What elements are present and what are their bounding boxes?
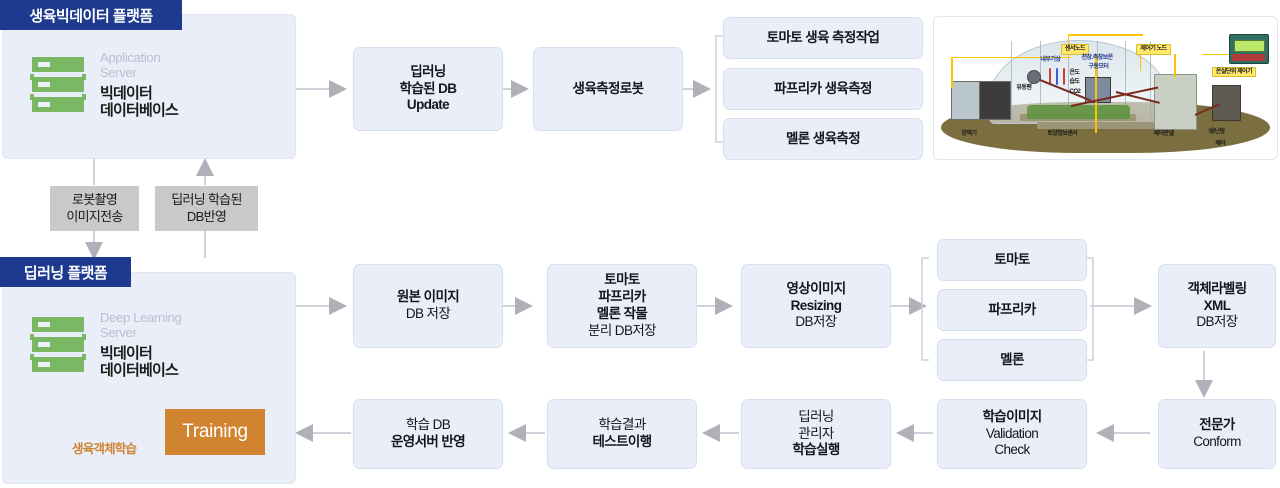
dl-server-main-line2: 데이터베이스 bbox=[100, 362, 179, 380]
box-labeling-xml-line1: 객체라벨링 bbox=[1187, 280, 1247, 296]
dl-server-sub-line1: Deep Learning bbox=[100, 310, 182, 325]
box-apply-db-line2: 운영서버 반영 bbox=[390, 434, 466, 449]
box-expert-conform[interactable]: 전문가 Conform bbox=[1158, 399, 1276, 469]
box-apply-db-line1: 학습 DB bbox=[405, 417, 451, 433]
box-validation-check-line2: Validation bbox=[985, 425, 1039, 441]
box-origin-image-line1: 원본 이미지 bbox=[396, 289, 460, 305]
app-server-sub-line1: Application bbox=[100, 50, 161, 65]
box-image-resizing-line2: Resizing bbox=[790, 297, 842, 313]
panel-title-growth-bigdata-platform: 생육빅데이터 플랫폼 bbox=[0, 0, 182, 30]
tag-controller-node: 제어기 노드 bbox=[1136, 43, 1171, 55]
greenhouse-unit-controller-device bbox=[1228, 34, 1269, 65]
box-labeling-xml-line2: XML bbox=[1203, 297, 1231, 313]
app-server-main-line1: 빅데이터 bbox=[100, 84, 153, 102]
label-db-reflect: 딥러닝 학습된 DB반영 bbox=[155, 186, 258, 231]
box-deep-db-update[interactable]: 딥러닝 학습된 DB Update bbox=[353, 47, 503, 131]
caption-control-panel: 제어판넬 bbox=[1153, 130, 1175, 137]
app-server-main-line2: 데이터베이스 bbox=[100, 102, 179, 120]
box-deep-db-update-line3: Update bbox=[406, 97, 450, 113]
caption-circulation-fan: 유동팬 bbox=[1016, 85, 1032, 92]
box-origin-image[interactable]: 원본 이미지 DB 저장 bbox=[353, 264, 503, 348]
box-deep-manager-line1: 딥러닝 bbox=[798, 408, 834, 424]
box-melon-growth-measure-label: 멜론 생육측정 bbox=[785, 130, 861, 146]
dl-server-main-line1: 빅데이터 bbox=[100, 344, 153, 362]
label-robot-capture-line1: 로봇촬영 bbox=[71, 192, 118, 208]
box-validation-check[interactable]: 학습이미지 Validation Check bbox=[937, 399, 1087, 469]
caption-humidity: 습도 bbox=[1069, 79, 1080, 86]
panel-title-deeplearning-platform: 딥러닝 플랫폼 bbox=[0, 257, 131, 287]
label-robot-capture: 로봇촬영 이미지전송 bbox=[50, 186, 139, 231]
tag-sensor-node: 센서노드 bbox=[1060, 43, 1089, 55]
box-tomato-growth-measure-task[interactable]: 토마토 생육 측정작업 bbox=[723, 17, 923, 59]
box-crop-melon[interactable]: 멜론 bbox=[937, 339, 1087, 381]
caption-nutrient-supply: 양액기 bbox=[961, 130, 977, 137]
box-measure-robot[interactable]: 생육측정로봇 bbox=[533, 47, 683, 131]
caption-temperature: 온도 bbox=[1069, 69, 1080, 76]
box-paprika-growth-measure[interactable]: 파프리카 생육측정 bbox=[723, 68, 923, 110]
control-panel-icon bbox=[1153, 73, 1197, 130]
box-test-result-line2: 테스트이행 bbox=[592, 434, 652, 449]
box-test-result[interactable]: 학습결과 테스트이행 bbox=[547, 399, 697, 469]
caption-roof-side-insulation: 천장.측창보온 bbox=[1081, 55, 1113, 62]
box-deep-manager-line3: 학습실행 bbox=[792, 442, 840, 458]
deep-learning-server-block: Deep Learning Server 빅데이터 데이터베이스 bbox=[30, 310, 182, 380]
label-db-reflect-line1: 딥러닝 학습된 bbox=[171, 192, 242, 208]
box-paprika-growth-measure-label: 파프리카 생육측정 bbox=[774, 80, 872, 96]
box-deep-db-update-line1: 딥러닝 bbox=[410, 63, 446, 79]
greenhouse-diagram-image: 센서노드 제어기 노드 온실단위 제어기 내부기상 천장.측창보온 구동모터 온… bbox=[933, 16, 1278, 160]
caption-co2: CO2 bbox=[1069, 89, 1081, 96]
box-image-resizing-line1: 영상이미지 bbox=[786, 280, 846, 296]
label-robot-capture-line2: 이미지전송 bbox=[66, 208, 123, 224]
box-deep-manager-run[interactable]: 딥러닝 관리자 학습실행 bbox=[741, 399, 891, 469]
box-crop-split-line1: 토마토 bbox=[604, 272, 640, 288]
box-crop-split-line3: 멜론 작물 bbox=[596, 306, 648, 321]
caption-soil-sensor: 토양정보센서 bbox=[1047, 130, 1078, 137]
box-measure-robot-label: 생육측정로봇 bbox=[572, 80, 645, 96]
box-image-resizing[interactable]: 영상이미지 Resizing DB저장 bbox=[741, 264, 891, 348]
box-test-result-line1: 학습결과 bbox=[598, 417, 646, 433]
box-apply-db-to-server[interactable]: 학습 DB 운영서버 반영 bbox=[353, 399, 503, 469]
box-crop-split-line4: 분리 DB저장 bbox=[588, 322, 657, 338]
box-origin-image-line2: DB 저장 bbox=[405, 306, 451, 321]
training-box[interactable]: Training bbox=[165, 409, 265, 455]
application-server-block: Application Server 빅데이터 데이터베이스 bbox=[30, 50, 179, 120]
box-crop-split-db[interactable]: 토마토 파프리카 멜론 작물 분리 DB저장 bbox=[547, 264, 697, 348]
box-expert-conform-line1: 전문가 bbox=[1199, 417, 1235, 433]
box-expert-conform-line2: Conform bbox=[1193, 434, 1241, 449]
box-crop-tomato[interactable]: 토마토 bbox=[937, 239, 1087, 281]
box-tomato-growth-measure-task-label: 토마토 생육 측정작업 bbox=[766, 29, 880, 45]
training-loop-label: 생육객체학습 bbox=[72, 442, 137, 456]
server-icon bbox=[30, 317, 86, 373]
box-validation-check-line1: 학습이미지 bbox=[982, 408, 1042, 424]
box-deep-manager-line2: 관리자 bbox=[798, 425, 834, 441]
box-crop-split-line2: 파프리카 bbox=[598, 289, 646, 305]
box-crop-paprika[interactable]: 파프리카 bbox=[937, 289, 1087, 331]
tag-greenhouse-unit-controller: 온실단위 제어기 bbox=[1211, 66, 1257, 78]
caption-cooling-heating-line2: 제어 bbox=[1215, 140, 1226, 147]
label-db-reflect-line2: DB반영 bbox=[186, 208, 227, 224]
box-image-resizing-line3: DB저장 bbox=[795, 314, 837, 330]
app-server-sub-line2: Server bbox=[100, 65, 137, 81]
box-crop-tomato-label: 토마토 bbox=[994, 251, 1030, 267]
dl-server-sub-line2: Server bbox=[100, 325, 137, 341]
box-object-labeling-xml[interactable]: 객체라벨링 XML DB저장 bbox=[1158, 264, 1276, 348]
server-icon bbox=[30, 57, 86, 113]
box-deep-db-update-line2: 학습된 DB bbox=[399, 80, 458, 96]
box-validation-check-line3: Check bbox=[994, 442, 1030, 458]
box-melon-growth-measure[interactable]: 멜론 생육측정 bbox=[723, 118, 923, 160]
caption-inner-weather: 내부기상 bbox=[1040, 56, 1061, 63]
box-crop-paprika-label: 파프리카 bbox=[988, 301, 1036, 317]
circulation-fan-icon bbox=[1026, 69, 1041, 84]
caption-cooling-heating-line1: 냉/난방 bbox=[1208, 129, 1225, 136]
caption-drive-motor: 구동모터 bbox=[1088, 63, 1109, 70]
box-labeling-xml-line3: DB저장 bbox=[1196, 314, 1238, 330]
box-crop-melon-label: 멜론 bbox=[1000, 351, 1024, 367]
